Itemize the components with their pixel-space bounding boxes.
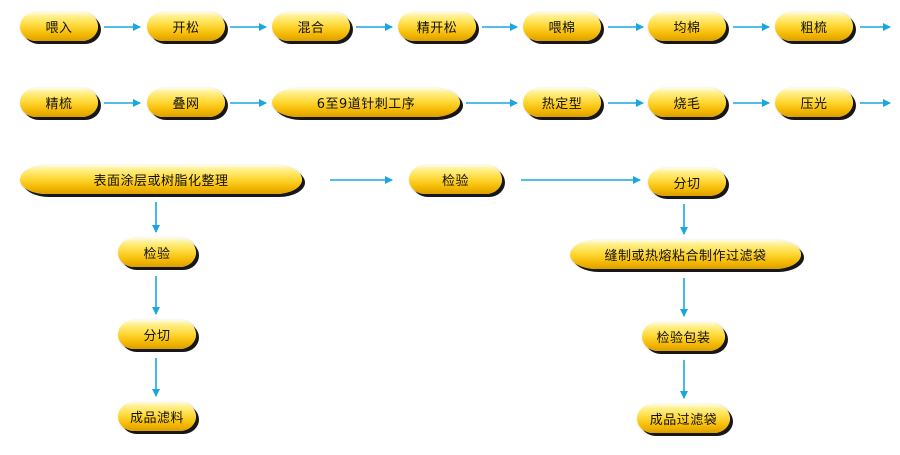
node-coating: 表面涂层或树脂化整理 [20,165,302,194]
node-inspect-mid: 检验 [409,165,502,194]
node-fine-comb: 精梳 [20,88,98,117]
node-rough-comb: 粗梳 [775,12,853,41]
node-product-bags: 成品过滤袋 [637,404,730,433]
node-cut-left: 分切 [118,320,196,349]
node-fine-open: 精开松 [398,12,476,41]
node-cotton-feed: 喂棉 [523,12,601,41]
node-cut-right: 分切 [648,168,726,196]
node-open: 开松 [147,12,225,41]
node-inspect-pack: 检验包装 [642,322,725,351]
node-even-cotton: 均棉 [648,12,726,41]
node-needle-punch: 6至9道针刺工序 [272,88,460,117]
node-sew-bags: 缝制或热熔粘合制作过滤袋 [570,240,801,269]
node-calender: 压光 [775,88,853,117]
node-mix: 混合 [272,12,350,41]
node-feed: 喂入 [20,12,98,41]
node-product-media: 成品滤料 [118,402,196,431]
node-lapping: 叠网 [147,88,225,117]
node-singe: 烧毛 [648,88,726,117]
node-heat-set: 热定型 [523,88,601,117]
node-inspect-left: 检验 [118,238,196,267]
